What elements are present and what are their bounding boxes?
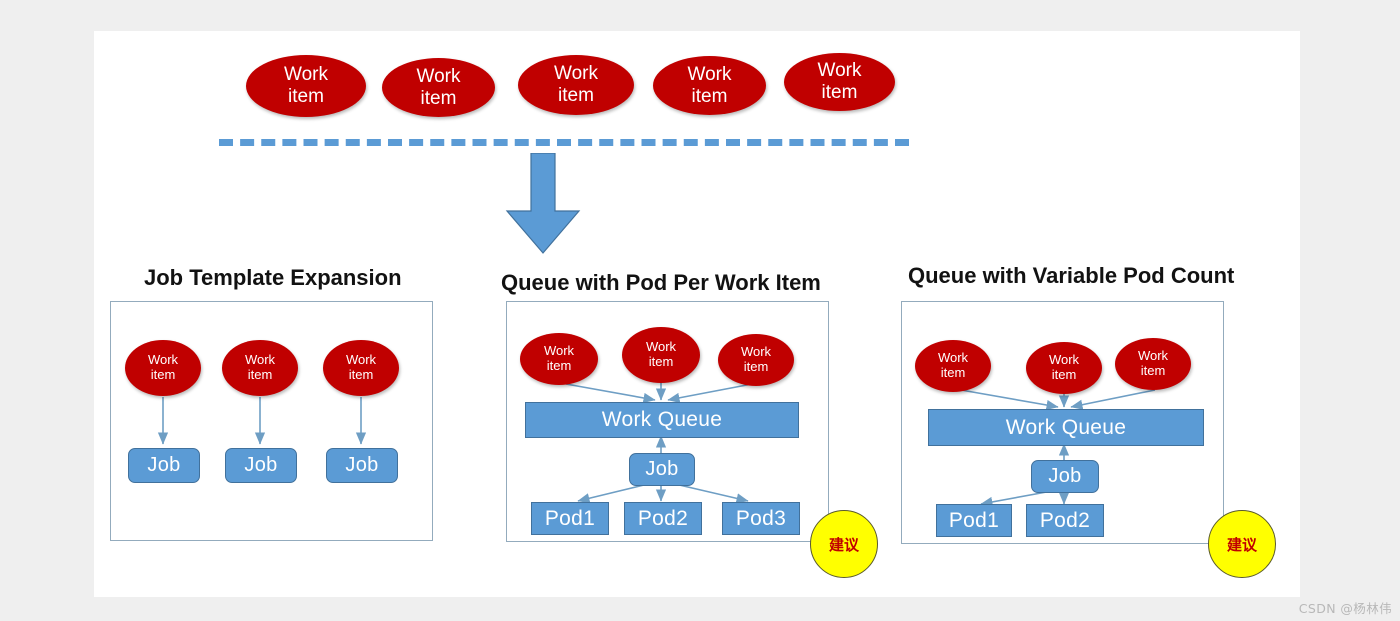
work-item-label-line2: item [150, 367, 176, 382]
work-item-label-line1: Work [244, 352, 276, 368]
panel3-work-item-1: Work item [915, 340, 991, 392]
panel-box-queue-variable-pod-count [901, 301, 1224, 544]
panel-title-queue-pod-per-work-item: Queue with Pod Per Work Item [501, 270, 821, 295]
work-item-label-line1: Work [345, 352, 377, 368]
work-item-label-line2: item [940, 365, 966, 380]
work-item-top-1: Work item [246, 55, 366, 117]
panel3-pod-1: Pod1 [936, 504, 1012, 537]
work-item-label-line2: item [558, 85, 594, 106]
work-item-label-line1: Work [645, 339, 677, 355]
work-item-top-2: Work item [382, 58, 495, 117]
work-item-label-line1: Work [147, 352, 179, 368]
panel2-pod-1: Pod1 [531, 502, 609, 535]
down-arrow-icon [505, 153, 581, 254]
work-item-label-line2: item [743, 359, 769, 374]
panel3-recommendation-badge: 建议 [1208, 510, 1276, 578]
panel3-pod-2: Pod2 [1026, 504, 1104, 537]
panel1-job-3: Job [326, 448, 398, 483]
panel2-work-item-1: Work item [520, 333, 598, 385]
panel2-work-item-3: Work item [718, 334, 794, 386]
panel2-job: Job [629, 453, 695, 486]
work-item-label-line1: Work [1137, 348, 1169, 364]
work-item-label-line1: Work [1048, 352, 1080, 368]
work-item-label-line2: item [288, 86, 324, 107]
work-item-label-line2: item [420, 87, 457, 109]
work-item-top-3: Work item [518, 55, 634, 115]
work-item-top-4: Work item [653, 56, 766, 115]
panel2-pod-2: Pod2 [624, 502, 702, 535]
work-item-label-line1: Work [543, 343, 575, 359]
panel1-work-item-2: Work item [222, 340, 298, 396]
panel-box-queue-pod-per-work-item [506, 301, 829, 542]
work-item-label-line2: item [546, 358, 572, 373]
panel1-job-1: Job [128, 448, 200, 483]
work-item-label-line1: Work [554, 63, 598, 85]
panel2-pod-3: Pod3 [722, 502, 800, 535]
work-item-label-line1: Work [740, 344, 772, 360]
work-item-label-line2: item [247, 367, 273, 382]
work-item-label-line1: Work [416, 65, 461, 87]
panel-box-job-template-expansion [110, 301, 433, 541]
panel3-work-queue: Work Queue [928, 409, 1204, 446]
panel-title-job-template-expansion: Job Template Expansion [144, 265, 402, 290]
work-item-label-line1: Work [284, 64, 328, 86]
work-item-label-line2: item [1051, 367, 1077, 382]
panel2-work-queue: Work Queue [525, 402, 799, 438]
work-item-label-line2: item [348, 367, 374, 382]
work-item-label-line1: Work [937, 350, 969, 366]
panel3-work-item-2: Work item [1026, 342, 1102, 394]
work-item-label-line2: item [1140, 363, 1166, 378]
panel1-job-2: Job [225, 448, 297, 483]
panel3-job: Job [1031, 460, 1099, 493]
work-item-label-line1: Work [817, 60, 862, 82]
work-item-top-5: Work item [784, 53, 895, 111]
work-item-label-line2: item [821, 82, 858, 103]
panel1-work-item-1: Work item [125, 340, 201, 396]
panel1-work-item-3: Work item [323, 340, 399, 396]
watermark: CSDN @杨林伟 [1298, 601, 1392, 616]
panel2-work-item-2: Work item [622, 327, 700, 383]
panel3-work-item-3: Work item [1115, 338, 1191, 390]
work-item-label-line2: item [648, 354, 674, 369]
work-item-label-line2: item [691, 85, 728, 107]
dashed-divider [219, 139, 909, 146]
panel-title-queue-variable-pod-count: Queue with Variable Pod Count [908, 263, 1235, 288]
panel2-recommendation-badge: 建议 [810, 510, 878, 578]
work-item-label-line1: Work [687, 63, 732, 85]
